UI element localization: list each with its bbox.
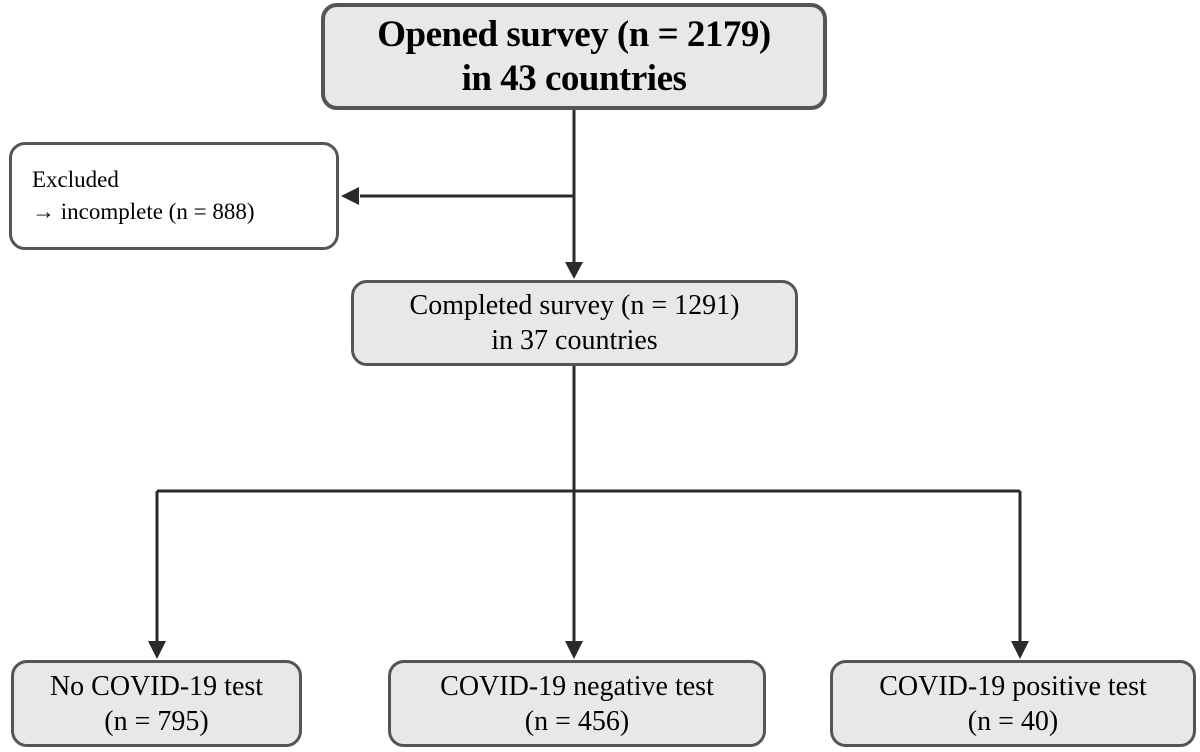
negative-test-line2: (n = 456) bbox=[524, 705, 630, 737]
no-test-line2: (n = 795) bbox=[104, 705, 209, 737]
no-test-line1: No COVID-19 test bbox=[49, 670, 264, 702]
positive-test-line2: (n = 40) bbox=[967, 705, 1059, 737]
arrowhead-excluded bbox=[341, 187, 359, 205]
negative-test-line1: COVID-19 negative test bbox=[440, 670, 714, 702]
excluded-line2: → incomplete (n = 888) bbox=[32, 199, 255, 224]
arrowhead-no-test bbox=[148, 641, 166, 659]
arrowheads bbox=[148, 187, 1029, 659]
positive-test-line1: COVID-19 positive test bbox=[879, 670, 1147, 702]
completed-survey-line1: Completed survey (n = 1291) bbox=[409, 290, 740, 321]
connector-lines bbox=[155, 110, 1022, 643]
no-test-box: No COVID-19 test (n = 795) bbox=[11, 660, 302, 747]
positive-test-box: COVID-19 positive test (n = 40) bbox=[830, 660, 1196, 747]
opened-survey-box: Opened survey (n = 2179) in 43 countries bbox=[321, 3, 827, 110]
completed-survey-line2: in 37 countries bbox=[491, 325, 658, 356]
excluded-line1: Excluded bbox=[32, 166, 119, 192]
opened-survey-line1: Opened survey (n = 2179) bbox=[377, 13, 771, 55]
opened-survey-line2: in 43 countries bbox=[461, 57, 687, 99]
arrowhead-positive-test bbox=[1011, 641, 1029, 659]
arrowhead-completed bbox=[565, 262, 583, 279]
completed-survey-box: Completed survey (n = 1291) in 37 countr… bbox=[351, 280, 798, 366]
arrowhead-negative-test bbox=[565, 641, 583, 659]
excluded-box: Excluded → incomplete (n = 888) bbox=[9, 142, 339, 250]
negative-test-box: COVID-19 negative test (n = 456) bbox=[388, 660, 766, 747]
